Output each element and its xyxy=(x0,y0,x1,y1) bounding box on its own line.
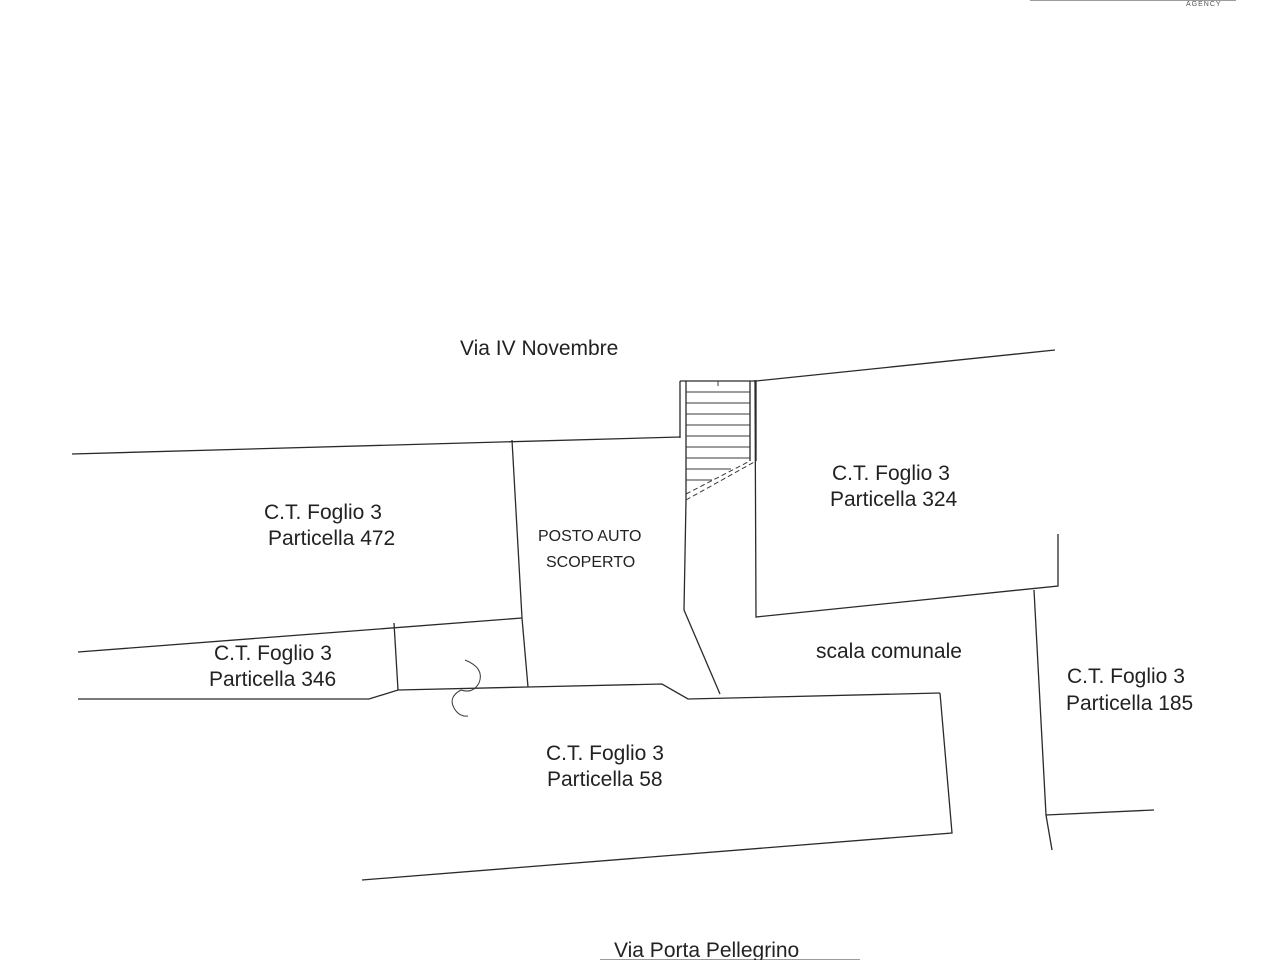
door-swing-lower xyxy=(451,689,469,717)
parcel-346-prefix: C.T. Foglio 3 xyxy=(214,642,332,665)
stair-treads xyxy=(686,381,750,481)
stair-label: scala comunale xyxy=(816,640,962,663)
parcel-58-prefix: C.T. Foglio 3 xyxy=(546,742,664,765)
parcel-346-label: Particella 346 xyxy=(209,668,336,691)
stair-outline xyxy=(680,380,757,461)
parcel-324-prefix: C.T. Foglio 3 xyxy=(832,462,950,485)
parking-west-boundary xyxy=(511,439,529,688)
parcel-472-prefix: C.T. Foglio 3 xyxy=(264,501,382,524)
north-street-label: Via IV Novembre xyxy=(460,337,618,360)
parcel-472-label: Particella 472 xyxy=(268,527,395,550)
parcel-346-bottom xyxy=(78,683,941,700)
parcel-185-south xyxy=(1045,809,1155,816)
parcel-58-boundary xyxy=(361,692,953,881)
stair-dashed-edge-2 xyxy=(685,461,749,495)
watermark-text: AGENCY xyxy=(1186,1,1222,8)
parcel-324-boundary xyxy=(755,349,1056,382)
parking-label-line2: SCOPERTO xyxy=(546,554,635,571)
parcel-346-divider xyxy=(393,622,399,691)
parcel-324-boundary-lower xyxy=(754,379,1059,618)
stair-passage-west xyxy=(683,499,721,695)
parking-label-line1: POSTO AUTO xyxy=(538,528,641,545)
parcel-324-label: Particella 324 xyxy=(830,488,958,511)
parcel-346-top xyxy=(77,617,523,653)
parcel-58-label: Particella 58 xyxy=(547,768,663,791)
stair-dashed-edge xyxy=(685,460,757,501)
door-swing-upper xyxy=(460,659,481,692)
south-street-label: Via Porta Pellegrino xyxy=(614,939,799,960)
parcel-185-prefix: C.T. Foglio 3 xyxy=(1067,665,1185,688)
parcel-185-west xyxy=(1033,589,1053,851)
north-street-boundary xyxy=(71,436,681,455)
parcel-185-label: Particella 185 xyxy=(1066,692,1193,715)
